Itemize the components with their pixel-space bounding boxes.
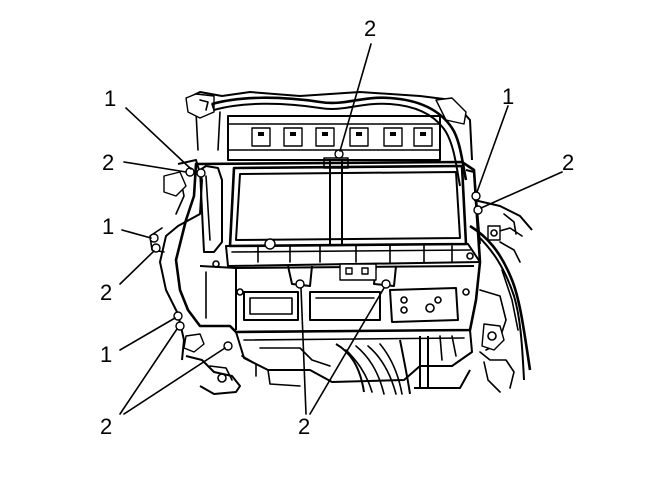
callout-labels: 2 1 2 1 2 1 2 2 1 2	[100, 16, 574, 439]
leader-left-1b	[121, 229, 152, 239]
leader-bottom-left-2b	[123, 347, 226, 415]
fastener-left-low-a	[173, 311, 183, 321]
callout-bottom-mid-2: 2	[298, 414, 310, 439]
callout-left-1c: 1	[100, 342, 112, 367]
callout-left-1b: 1	[102, 214, 114, 239]
fastener-left-upper-a	[185, 167, 195, 177]
leader-top-2	[339, 43, 372, 152]
fastener-left-low-b	[175, 321, 185, 331]
ledge-ribs	[257, 245, 453, 263]
blower-lower-section	[235, 329, 473, 395]
leader-bottom-mid-2a	[300, 287, 307, 415]
leader-right-1	[476, 105, 509, 193]
leader-lines	[119, 43, 563, 415]
hvac-module-housing	[174, 157, 482, 334]
callout-left-2b: 2	[100, 280, 112, 305]
right-side-structure	[469, 199, 533, 393]
fastener-left-mid-b	[151, 243, 161, 253]
callout-left-1a: 1	[104, 86, 116, 111]
leader-bottom-left-2a	[119, 328, 178, 415]
fastener-right-a	[471, 191, 481, 201]
callout-top-2: 2	[364, 16, 376, 41]
fastener-top	[334, 149, 344, 159]
rear-structure	[185, 91, 473, 187]
callout-bottom-left-2: 2	[100, 414, 112, 439]
leader-right-2	[480, 171, 563, 209]
fastener-bottom-left	[223, 341, 233, 351]
fasteners	[149, 149, 483, 351]
callout-right-2: 2	[562, 150, 574, 175]
fastener-left-upper-b	[196, 168, 206, 178]
leader-left-1a	[125, 107, 192, 170]
fastener-center-right	[381, 279, 391, 289]
callout-right-1: 1	[502, 84, 514, 109]
rib-strip-slots	[251, 127, 433, 147]
leader-left-2b	[119, 250, 155, 285]
leader-left-1c	[119, 317, 176, 351]
leader-left-2a	[123, 161, 187, 173]
fastener-right-b	[473, 205, 483, 215]
callout-left-2a: 2	[102, 150, 114, 175]
leader-bottom-mid-2b	[309, 287, 385, 415]
fastener-center-left	[295, 279, 305, 289]
